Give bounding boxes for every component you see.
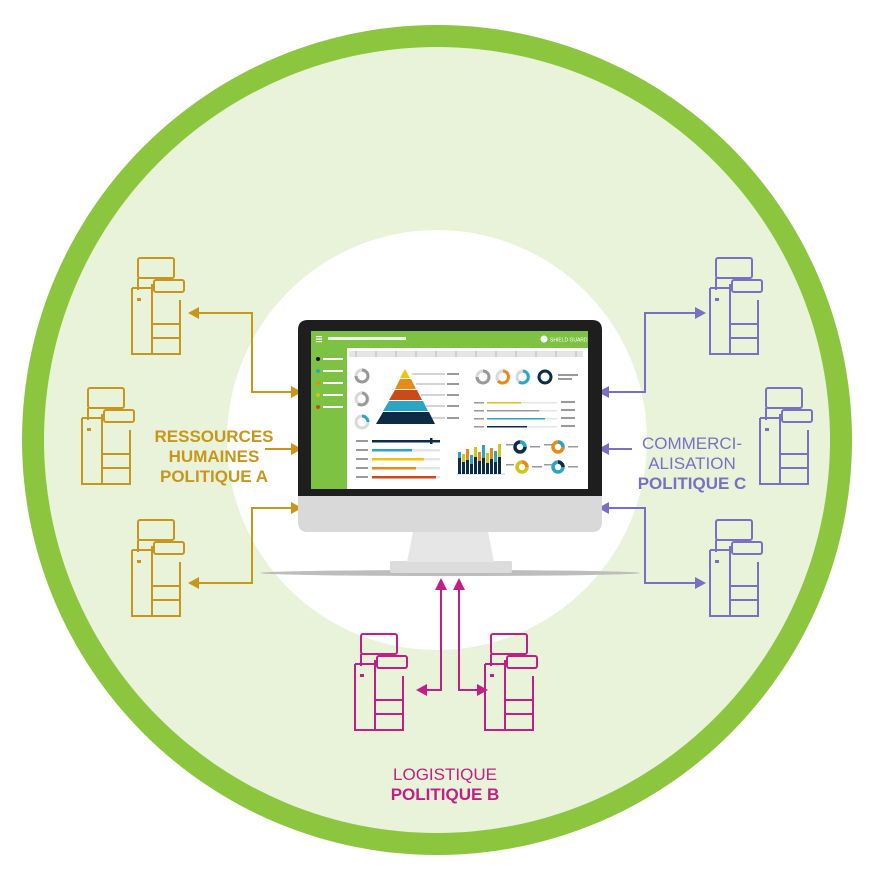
arrow-head-icon bbox=[291, 502, 302, 514]
connector-arrow bbox=[425, 588, 442, 691]
label-group-b: LOGISTIQUE POLITIQUE B bbox=[370, 765, 520, 805]
connector-arrow bbox=[608, 507, 696, 584]
group-a-name-line1: RESSOURCES bbox=[154, 427, 274, 446]
small-donuts bbox=[513, 440, 565, 474]
gauge-widget bbox=[354, 368, 370, 430]
connector-arrow bbox=[198, 507, 292, 584]
group-b bbox=[354, 578, 538, 731]
stacked-bar-chart bbox=[457, 444, 505, 475]
label-group-c: COMMERCI- ALISATION POLITIQUE C bbox=[628, 434, 756, 494]
arrow-head-icon bbox=[291, 386, 302, 398]
dashboard-brand: SHIELD GUARD bbox=[550, 338, 588, 344]
group-c bbox=[598, 257, 813, 617]
group-a-policy: POLITIQUE A bbox=[160, 467, 268, 486]
sidebar-list bbox=[316, 357, 343, 409]
shield-logo-icon bbox=[540, 335, 548, 343]
arrow-head-icon bbox=[188, 307, 199, 319]
arrow-head-icon bbox=[435, 578, 447, 590]
arrow-head-icon bbox=[416, 684, 427, 696]
arrow-head-icon bbox=[695, 307, 706, 319]
dashboard-sidebar bbox=[311, 348, 347, 489]
dashboard-screen: SHIELD GUARD bbox=[311, 331, 588, 489]
arrow-head-icon bbox=[598, 386, 609, 398]
label-group-a: RESSOURCES HUMAINES POLITIQUE A bbox=[150, 427, 278, 487]
arrow-head-icon bbox=[477, 684, 488, 696]
donut-widgets bbox=[475, 369, 553, 385]
group-c-policy: POLITIQUE C bbox=[637, 474, 747, 493]
arrow-head-icon bbox=[598, 443, 609, 455]
arrow-head-icon bbox=[695, 577, 706, 589]
group-b-policy: POLITIQUE B bbox=[390, 785, 500, 804]
arrow-head-icon bbox=[453, 578, 465, 590]
group-a-name-line2: HUMAINES bbox=[168, 447, 260, 466]
pyramid-chart bbox=[376, 369, 459, 424]
slider-widgets bbox=[356, 438, 440, 479]
menu-icon bbox=[316, 336, 322, 343]
dashboard-header bbox=[311, 331, 588, 348]
connector-arrow bbox=[458, 588, 478, 691]
arrow-head-icon bbox=[291, 443, 302, 455]
arrow-head-icon bbox=[188, 577, 199, 589]
arrow-head-icon bbox=[598, 502, 609, 514]
connector-arrow bbox=[198, 312, 292, 393]
group-c-name-line2: ALISATION bbox=[648, 454, 736, 473]
group-b-name: LOGISTIQUE bbox=[393, 765, 497, 784]
progress-bars bbox=[474, 401, 575, 428]
connector-arrow bbox=[608, 312, 696, 393]
group-a bbox=[81, 257, 302, 617]
group-c-name-line1: COMMERCI- bbox=[641, 434, 743, 453]
